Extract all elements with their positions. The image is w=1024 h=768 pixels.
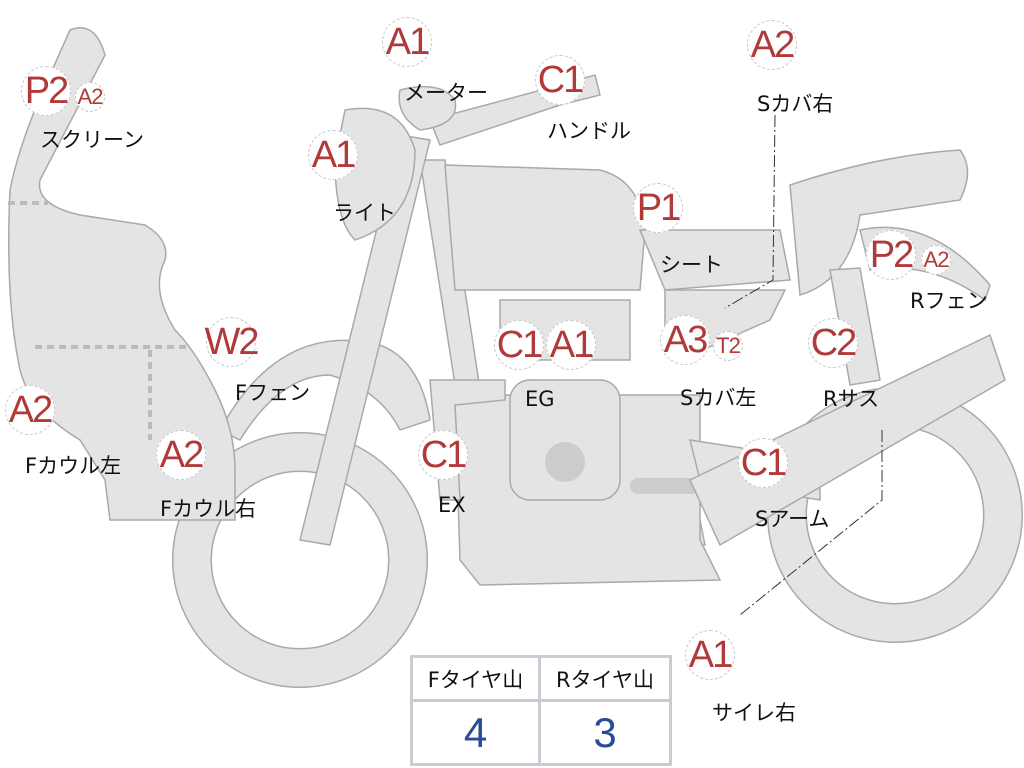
- front-tire-value: 4: [413, 702, 541, 763]
- part-label-rear-suspension: Rサス: [823, 387, 880, 411]
- seat-shape: [638, 229, 791, 291]
- cowl-shape: [8, 27, 236, 521]
- front-fork: [299, 134, 431, 546]
- table-header-rear-tire: Rタイヤ山: [541, 658, 669, 702]
- code-badge: A2: [75, 82, 105, 112]
- code-badge: A3: [660, 315, 710, 365]
- code-badge: P2: [21, 66, 71, 116]
- part-label-engine: EG: [525, 387, 555, 411]
- part-label-meter: メーター: [404, 81, 488, 105]
- part-label-front-fender: Fフェン: [235, 381, 311, 405]
- code-badge: A2: [156, 430, 206, 480]
- code-badge: A2: [747, 20, 797, 70]
- tire-tread-table: Fタイヤ山 Rタイヤ山 4 3: [410, 655, 672, 766]
- code-badge: A1: [546, 320, 596, 370]
- part-label-swing-arm: Sアーム: [755, 507, 830, 531]
- code-badge: W2: [205, 317, 260, 367]
- code-badge: A2: [921, 245, 951, 275]
- code-badge: C1: [738, 438, 788, 488]
- part-label-light: ライト: [333, 201, 396, 225]
- code-badge: A2: [5, 385, 55, 435]
- code-badge: A1: [308, 130, 358, 180]
- code-badge: T2: [713, 331, 743, 361]
- part-label-side-cover-left: Sカバ左: [680, 386, 757, 410]
- part-label-exhaust: EX: [438, 493, 466, 517]
- code-badge: C1: [494, 320, 544, 370]
- rear-tire-value: 3: [593, 708, 617, 756]
- part-label-silencer-right: サイレ右: [712, 701, 796, 725]
- part-label-side-cover-right: Sカバ右: [757, 92, 834, 116]
- code-badge: C1: [418, 430, 468, 480]
- code-badge: A1: [382, 17, 432, 67]
- code-badge: C1: [535, 55, 585, 105]
- part-label-seat: シート: [660, 253, 723, 277]
- part-label-handle: ハンドル: [547, 119, 631, 143]
- tank-shape: [444, 164, 646, 291]
- code-badge: P2: [866, 230, 916, 280]
- table-header-front-tire: Fタイヤ山: [413, 658, 541, 702]
- part-label-rear-fender: Rフェン: [910, 289, 988, 313]
- front-fender-shape: [218, 339, 431, 441]
- code-badge: A1: [685, 630, 735, 680]
- code-badge: P1: [633, 183, 683, 233]
- part-label-front-cowl-right: Fカウル右: [160, 497, 257, 521]
- silencer-shape: [689, 333, 1006, 547]
- part-label-front-cowl-left: Fカウル左: [25, 454, 122, 478]
- code-badge: C2: [808, 318, 858, 368]
- part-label-screen: スクリーン: [40, 128, 144, 152]
